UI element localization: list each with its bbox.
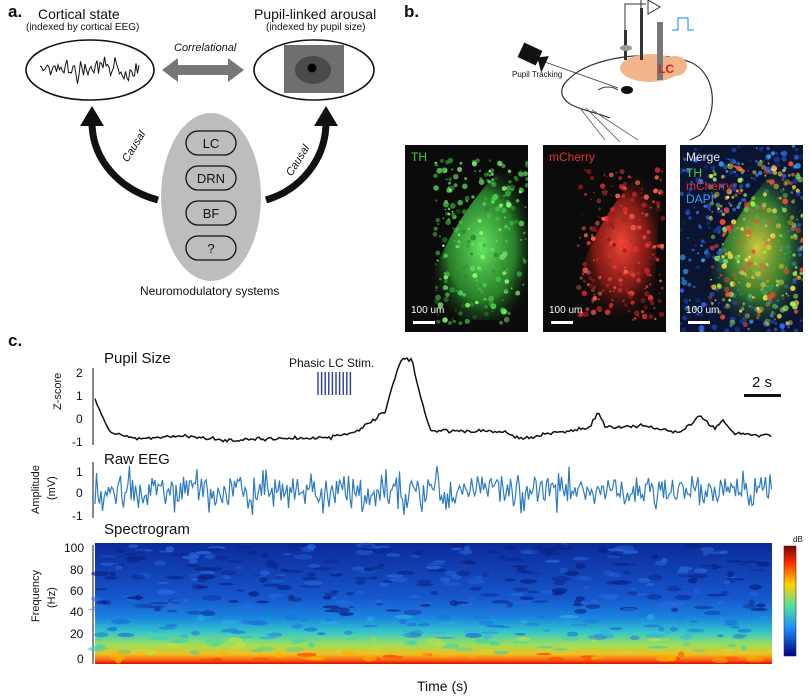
panel-a-diagram (25, 39, 375, 281)
pupil-tick-neg1: -1 (72, 435, 83, 449)
micrograph-merge: Merge TH mCherry DAPI 100 um (680, 145, 803, 332)
micrograph-mcherry-title: mCherry (549, 150, 596, 164)
pupil-tick-0: 0 (76, 412, 83, 426)
system-drn-label: DRN (196, 171, 226, 186)
eeg-tick-neg1: -1 (72, 509, 83, 523)
merge-legend-mcherry: mCherry (686, 179, 733, 193)
colorbar (783, 545, 797, 657)
phasic-stim-ticks (317, 372, 352, 395)
panel-a-label: a. (8, 2, 23, 21)
pupil-arousal-subtitle: (indexed by pupil size) (266, 22, 366, 33)
pupil-size-title: Pupil Size (104, 350, 171, 367)
eeg-tick-0: 0 (76, 486, 83, 500)
cortical-state-ellipse (25, 39, 155, 101)
cortical-state-subtitle: (indexed by cortical EEG) (26, 22, 140, 33)
pupil-tick-1: 1 (76, 389, 83, 403)
lc-region-label: LC (658, 62, 674, 76)
spectrogram-title: Spectrogram (104, 521, 190, 538)
eeg-trace (94, 465, 773, 516)
system-box-bf (185, 200, 237, 226)
neuromodulatory-ellipse (161, 113, 261, 281)
time-scale-label: 2 s (752, 374, 773, 391)
merge-legend-th: TH (686, 166, 702, 180)
pupil-dot (307, 63, 317, 73)
micrograph-merge-title: Merge (686, 150, 721, 164)
colorbar-label: dB (793, 535, 803, 544)
panel-b-label: b. (404, 2, 420, 21)
micrograph-th-scalebar (413, 321, 435, 324)
causal-arrow-left (88, 121, 159, 204)
x-axis-label: Time (s) (417, 678, 468, 694)
micrograph-mcherry-scale: 100 um (549, 305, 583, 316)
system-bf-label: BF (202, 206, 220, 221)
spec-tick-0: 0 (77, 652, 84, 666)
spec-tick-40: 40 (70, 605, 84, 619)
time-scale-bar (744, 394, 781, 397)
stim-label: Phasic LC Stim. (289, 356, 375, 370)
pupil-arousal-title: Pupil-linked arousal (254, 6, 377, 22)
causal-arrow-right (264, 121, 330, 204)
mouse-setup-diagram (517, 0, 713, 143)
micrograph-merge-scale: 100 um (686, 305, 720, 316)
eeg-mini-trace (39, 56, 140, 84)
merge-legend-dapi: DAPI (686, 192, 715, 206)
correlational-label: Correlational (174, 42, 237, 54)
micrograph-th-title: TH (411, 150, 427, 164)
pupil-trace (94, 357, 772, 443)
micrograph-mcherry-scalebar (551, 321, 573, 324)
neuromodulatory-label: Neuromodulatory systems (140, 284, 280, 298)
spec-tick-20: 20 (70, 627, 84, 641)
micrograph-mcherry: mCherry 100 um (543, 145, 666, 332)
pupil-tick-2: 2 (76, 366, 83, 380)
panel-c-label: c. (8, 331, 23, 350)
pupil-tracking-label: Pupil Tracking (512, 70, 563, 79)
spectrogram-texture (87, 542, 771, 664)
spec-tick-80: 80 (70, 563, 84, 577)
correlational-arrow (162, 58, 244, 82)
system-box-drn (185, 165, 237, 191)
system-lc-label: LC (202, 136, 220, 151)
system-box-lc (185, 130, 237, 156)
micrograph-th: TH 100 um (405, 145, 528, 332)
eeg-tick-1: 1 (76, 465, 83, 479)
micrograph-merge-scalebar (688, 321, 710, 324)
system-unknown-label: ? (207, 241, 215, 256)
micrograph-merge-image (680, 145, 803, 332)
cortical-state-title: Cortical state (38, 6, 120, 22)
spec-tick-60: 60 (70, 584, 84, 598)
micrograph-th-scale: 100 um (411, 305, 445, 316)
system-box-unknown (185, 235, 237, 261)
micrograph-mcherry-image (573, 167, 666, 321)
spec-tick-100: 100 (64, 541, 85, 555)
micrograph-th-image (425, 157, 528, 325)
eeg-title: Raw EEG (104, 451, 170, 468)
